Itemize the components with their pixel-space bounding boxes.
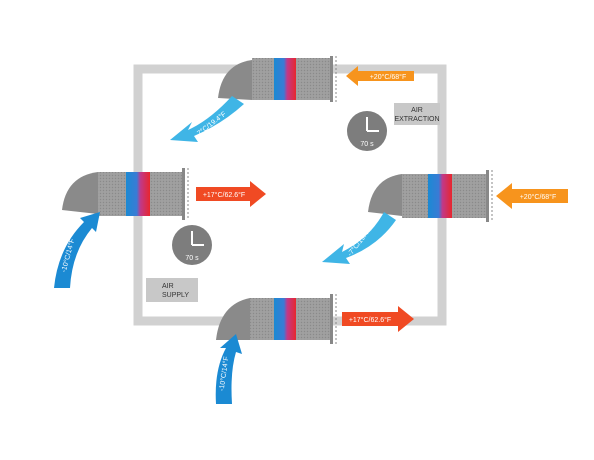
bottom-cold-in-arrow: -10°C/14°F <box>215 334 242 404</box>
svg-text:+17°C/62.6°F: +17°C/62.6°F <box>349 316 391 324</box>
air-extraction-line2: EXTRACTION <box>394 116 439 123</box>
timer-left-label: 70 s <box>185 255 199 262</box>
left-hot-out-arrow: +17°C/62.6°F <box>196 181 266 207</box>
air-supply-box: AIR SUPPLY <box>146 278 198 302</box>
right-cool-out-arrow: -7°C/19.4°F <box>322 212 396 264</box>
top-warm-in-arrow: +20°C/68°F <box>346 66 414 86</box>
timer-left-icon: 70 s <box>172 225 212 265</box>
right-warm-in-arrow: +20°C/68°F <box>496 183 568 209</box>
timer-top-icon: 70 s <box>347 111 387 151</box>
svg-text:+20°C/68°F: +20°C/68°F <box>520 193 557 201</box>
top-cool-out-arrow: -7°C/19.4°F <box>170 96 244 142</box>
top-ventilation-unit <box>218 56 337 102</box>
left-ventilation-unit <box>62 168 189 220</box>
svg-text:+20°C/68°F: +20°C/68°F <box>370 73 407 81</box>
svg-text:+17°C/62.6°F: +17°C/62.6°F <box>203 191 245 199</box>
air-extraction-box: AIR EXTRACTION <box>394 103 440 125</box>
left-cold-in-arrow: -10°C/14°F <box>54 212 100 288</box>
air-supply-line1: AIR <box>162 283 174 290</box>
air-extraction-line1: AIR <box>411 107 423 114</box>
air-supply-line2: SUPPLY <box>162 292 189 299</box>
bottom-ventilation-unit <box>216 294 337 344</box>
right-ventilation-unit <box>368 170 493 222</box>
timer-top-label: 70 s <box>360 141 374 148</box>
bottom-hot-out-arrow: +17°C/62.6°F <box>342 306 414 332</box>
